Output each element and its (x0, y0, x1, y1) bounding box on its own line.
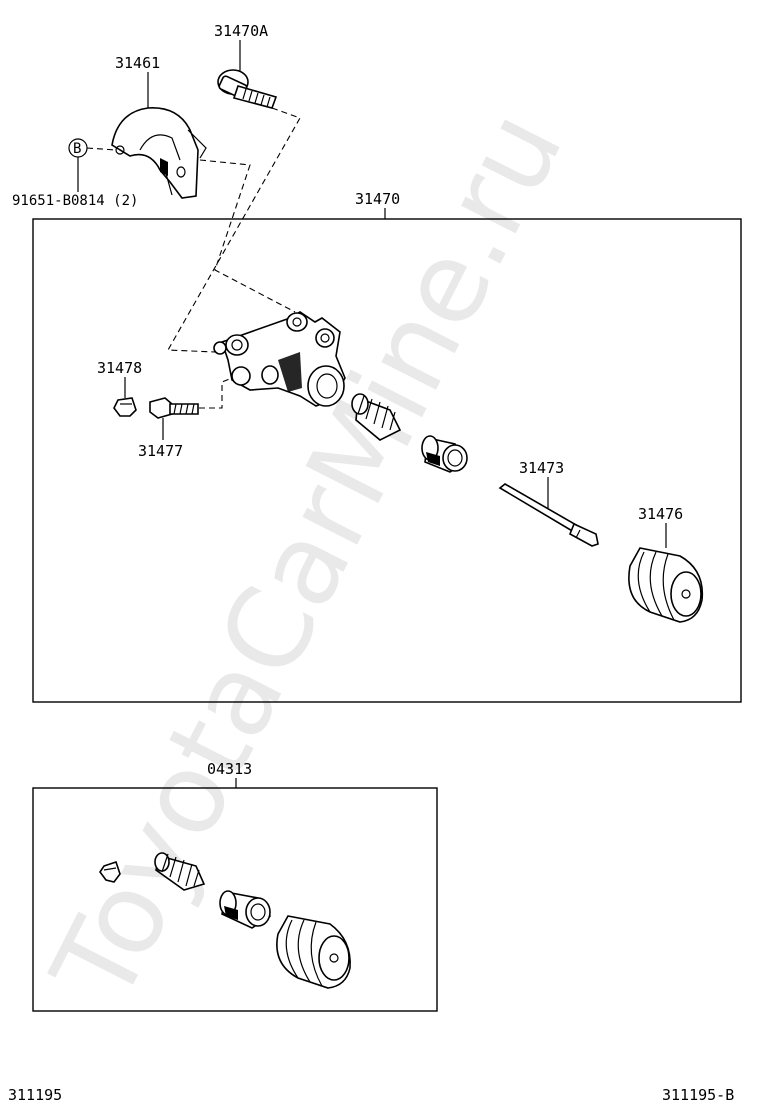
kit-piston-cup (219, 890, 272, 929)
kit-boot (276, 915, 351, 989)
bracket-31461 (111, 107, 207, 199)
bleeder-31477 (149, 397, 199, 419)
label-31461: 31461 (115, 54, 160, 72)
label-31478: 31478 (97, 359, 142, 377)
label-31470: 31470 (355, 190, 400, 208)
cap-31478 (113, 397, 137, 417)
piston-cup (421, 435, 468, 473)
assembly-box-31470 (32, 218, 742, 703)
clip-ref-letter: B (73, 141, 81, 157)
label-31473: 31473 (519, 459, 564, 477)
footer-right-code: 311195-B (662, 1086, 734, 1104)
boot-31476 (628, 547, 704, 623)
watermark: ToyotaCarMine.ru (28, 91, 588, 1023)
label-04313: 04313 (207, 760, 252, 778)
bolt-31470A (217, 69, 278, 109)
repair-kit-box-04313 (32, 787, 438, 1012)
kit-cap (99, 860, 121, 883)
label-91651-B0814: 91651-B0814 (2) (12, 193, 138, 209)
footer-left-code: 311195 (8, 1086, 62, 1104)
label-31470A: 31470A (214, 22, 268, 40)
push-rod-31473 (498, 483, 599, 547)
release-cylinder-body (213, 311, 346, 407)
kit-spring (154, 852, 206, 891)
piston-spring (351, 393, 402, 441)
label-31476: 31476 (638, 505, 683, 523)
label-31477: 31477 (138, 442, 183, 460)
